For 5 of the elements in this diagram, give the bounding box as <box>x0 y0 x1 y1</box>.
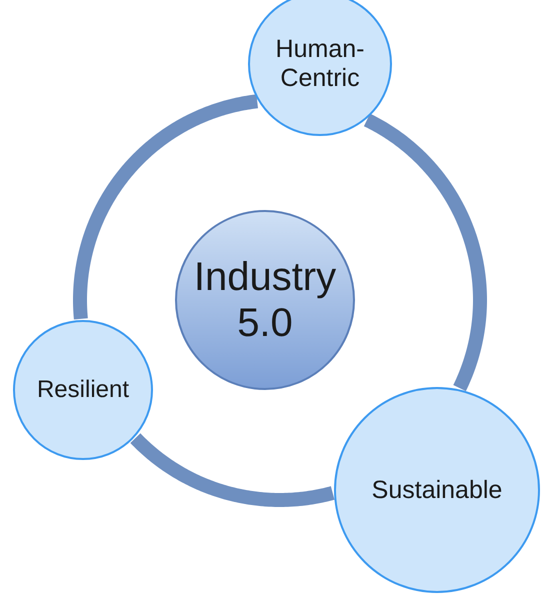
node-label: Industry 5.0 <box>192 254 338 346</box>
node-label: Human-Centric <box>274 35 366 93</box>
node-label: Resilient <box>36 376 130 404</box>
node-label: Sustainable <box>372 476 502 504</box>
ring-arc <box>362 114 487 394</box>
